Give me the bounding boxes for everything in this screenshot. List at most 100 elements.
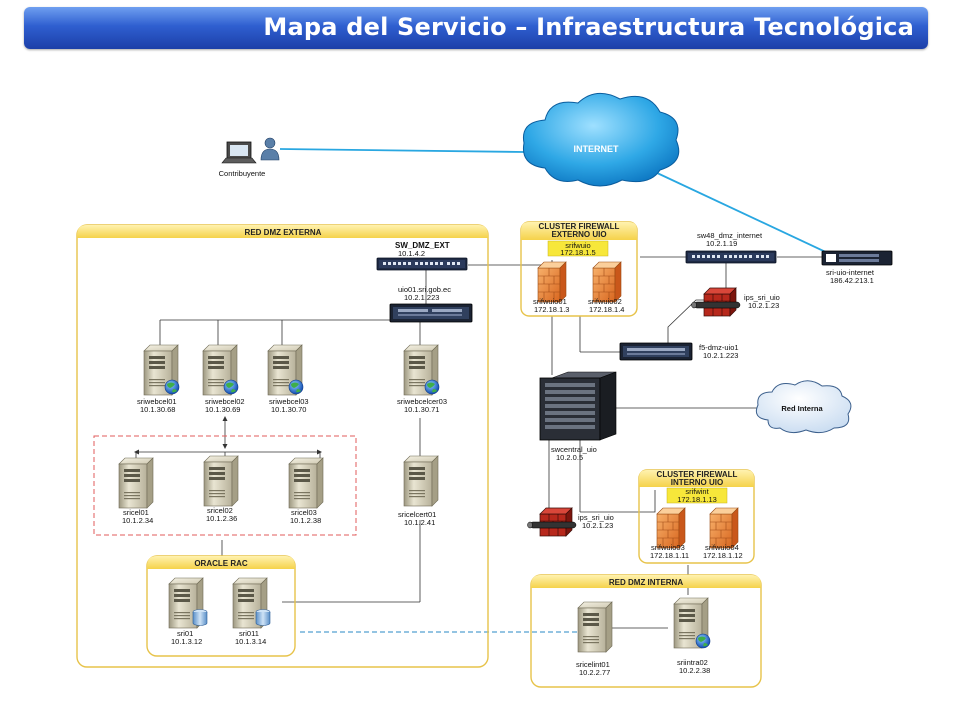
fw02-ip: 172.18.1.4: [589, 305, 624, 314]
fw04-name: srifwuio04: [705, 543, 739, 552]
cluster-externo-ip: 172.18.1.5: [560, 248, 595, 257]
zone-sricel-group: [93, 435, 357, 536]
server-sriwebcelcer03: sriwebcelcer03 10.1.30.71: [397, 344, 447, 414]
cluster-externo-label-2: EXTERNO UIO: [551, 230, 606, 239]
sw48-ip: 10.2.1.19: [706, 239, 737, 248]
srv-sriwebcel03-ip: 10.1.30.70: [271, 405, 306, 414]
loadbalancer-f5: f5-dmz-uio1 10.2.1.223: [619, 342, 739, 361]
srv-sriintra02-ip: 10.2.2.38: [679, 666, 710, 675]
sri-uio-internet-name: sri-uio-internet: [826, 268, 875, 277]
firewall-srifwuio01: srifwuio01 172.18.1.3: [533, 261, 569, 314]
firewall-srifwuio02: srifwuio02 172.18.1.4: [588, 261, 624, 314]
srv-sri011-ip: 10.1.3.14: [235, 637, 266, 646]
server-sri01: sri01 10.1.3.12: [168, 577, 208, 646]
fw03-ip: 172.18.1.11: [650, 551, 689, 560]
contribuyente-user: Contribuyente: [219, 137, 280, 178]
router-sri-uio-internet: sri-uio-internet 186.42.213.1: [821, 250, 893, 285]
srv-sriintra02-name: sriintra02: [677, 658, 708, 667]
page-title: Mapa del Servicio – Infraestructura Tecn…: [263, 13, 914, 41]
srv-sriwebcel01-name: sriwebcel01: [137, 397, 177, 406]
core-switch-swcentral: swcentral_uio 10.2.0.5: [539, 371, 617, 462]
fw02-name: srifwuio02: [588, 297, 622, 306]
switch-uio01: uio01.sri.gob.ec 10.2.1.223: [389, 285, 473, 323]
zone-oracle-rac: ORACLE RAC: [146, 555, 296, 657]
internet-label: INTERNET: [574, 144, 620, 154]
fw01-ip: 172.18.1.3: [534, 305, 569, 314]
zone-oracle-rac-label: ORACLE RAC: [194, 559, 248, 568]
srv-sriwebcelcer03-name: sriwebcelcer03: [397, 397, 447, 406]
ips1-ip: 10.2.1.23: [748, 301, 779, 310]
zone-cluster-externo: CLUSTER FIREWALL EXTERNO UIO srifwuio 17…: [520, 221, 638, 317]
server-sricelint01: sricelint01 10.2.2.77: [576, 601, 613, 677]
cluster-externo-label-1: CLUSTER FIREWALL: [539, 222, 620, 231]
zone-cluster-interno: CLUSTER FIREWALL INTERNO UIO srifwint 17…: [638, 469, 755, 564]
server-sricel03: sricel03 10.1.2.38: [288, 457, 324, 525]
internet-cloud: INTERNET: [522, 92, 680, 187]
cluster-interno-ip: 172.18.1.13: [677, 495, 717, 504]
link-user-internet: [279, 148, 525, 153]
fw03-name: srifwuio03: [651, 543, 685, 552]
cluster-interno-name: srifwint: [685, 487, 709, 496]
server-sricel02: sricel02 10.1.2.36: [203, 455, 239, 523]
srv-sri01-ip: 10.1.3.12: [171, 637, 202, 646]
sw-dmz-ext-ip: 10.1.4.2: [398, 249, 425, 258]
user-icon: [264, 137, 276, 149]
ips-sri-uio-1: ips_sri_uio 10.2.1.23: [691, 287, 780, 317]
ips2-name: ips_sri_uio: [578, 513, 614, 522]
sri-uio-internet-ip: 186.42.213.1: [830, 276, 874, 285]
fw01-name: srifwuio01: [533, 297, 567, 306]
swcentral-ip: 10.2.0.5: [556, 453, 583, 462]
srv-sricel02-name: sricel02: [207, 506, 233, 515]
server-sri011: sri011 10.1.3.14: [232, 577, 271, 646]
srv-sricelint01-name: sricelint01: [576, 660, 610, 669]
sw-dmz-ext-name: SW_DMZ_EXT: [395, 241, 450, 250]
srv-sri011-name: sri011: [239, 629, 259, 638]
uio01-name: uio01.sri.gob.ec: [398, 285, 451, 294]
srv-sricelint01-ip: 10.2.2.77: [579, 668, 610, 677]
server-sriwebcel03: sriwebcel03 10.1.30.70: [267, 344, 309, 414]
server-sriintra02: sriintra02 10.2.2.38: [673, 597, 711, 675]
srv-sriwebcelcer03-ip: 10.1.30.71: [404, 405, 439, 414]
link-internet-router: [654, 171, 833, 256]
srv-sriwebcel02-name: sriwebcel02: [205, 397, 245, 406]
ips2-ip: 10.2.1.23: [582, 521, 613, 530]
switch-sw48: sw48_dmz_internet 10.2.1.19: [685, 231, 777, 264]
srv-sricel01-ip: 10.1.2.34: [122, 516, 153, 525]
firewall-srifwuio04: srifwuio04 172.18.1.12: [703, 507, 743, 560]
sw48-name: sw48_dmz_internet: [697, 231, 763, 240]
srv-sricelcert01-name: sricelcert01: [398, 510, 436, 519]
uio01-ip: 10.2.1.223: [404, 293, 439, 302]
srv-sriwebcel01-ip: 10.1.30.68: [140, 405, 175, 414]
f5-name: f5-dmz-uio1: [699, 343, 739, 352]
srv-sricel03-ip: 10.1.2.38: [290, 516, 321, 525]
zone-dmz-externa: RED DMZ EXTERNA: [76, 224, 489, 668]
server-sriwebcel02: sriwebcel02 10.1.30.69: [202, 344, 245, 414]
firewall-srifwuio03: srifwuio03 172.18.1.11: [650, 507, 689, 560]
contribuyente-label: Contribuyente: [219, 169, 266, 178]
srv-sri01-name: sri01: [177, 629, 193, 638]
server-sricel01: sricel01 10.1.2.34: [118, 457, 154, 525]
red-interna-cloud: Red Interna: [755, 380, 852, 434]
zone-dmz-interna-label: RED DMZ INTERNA: [609, 578, 683, 587]
srv-sricelcert01-ip: 10.1.2.41: [404, 518, 435, 527]
cluster-interno-label-1: CLUSTER FIREWALL: [657, 470, 738, 479]
switch-sw-dmz-ext: SW_DMZ_EXT 10.1.4.2: [376, 241, 468, 271]
ips1-name: ips_sri_uio: [744, 293, 780, 302]
title-bar: Mapa del Servicio – Infraestructura Tecn…: [24, 7, 928, 49]
srv-sricel02-ip: 10.1.2.36: [206, 514, 237, 523]
swcentral-name: swcentral_uio: [551, 445, 597, 454]
f5-ip: 10.2.1.223: [703, 351, 738, 360]
srv-sriwebcel02-ip: 10.1.30.69: [205, 405, 240, 414]
srv-sricel01-name: sricel01: [123, 508, 149, 517]
server-sriwebcel01: sriwebcel01 10.1.30.68: [137, 344, 180, 414]
srv-sricel03-name: sricel03: [291, 508, 317, 517]
zone-dmz-interna: RED DMZ INTERNA: [530, 574, 762, 688]
zone-dmz-externa-label: RED DMZ EXTERNA: [245, 228, 322, 237]
ips-sri-uio-2: ips_sri_uio 10.2.1.23: [527, 507, 614, 537]
srv-sriwebcel03-name: sriwebcel03: [269, 397, 309, 406]
fw04-ip: 172.18.1.12: [703, 551, 743, 560]
cluster-interno-label-2: INTERNO UIO: [671, 478, 723, 487]
cluster-externo-name: srifwuio: [565, 241, 590, 250]
red-interna-label: Red Interna: [781, 404, 823, 413]
